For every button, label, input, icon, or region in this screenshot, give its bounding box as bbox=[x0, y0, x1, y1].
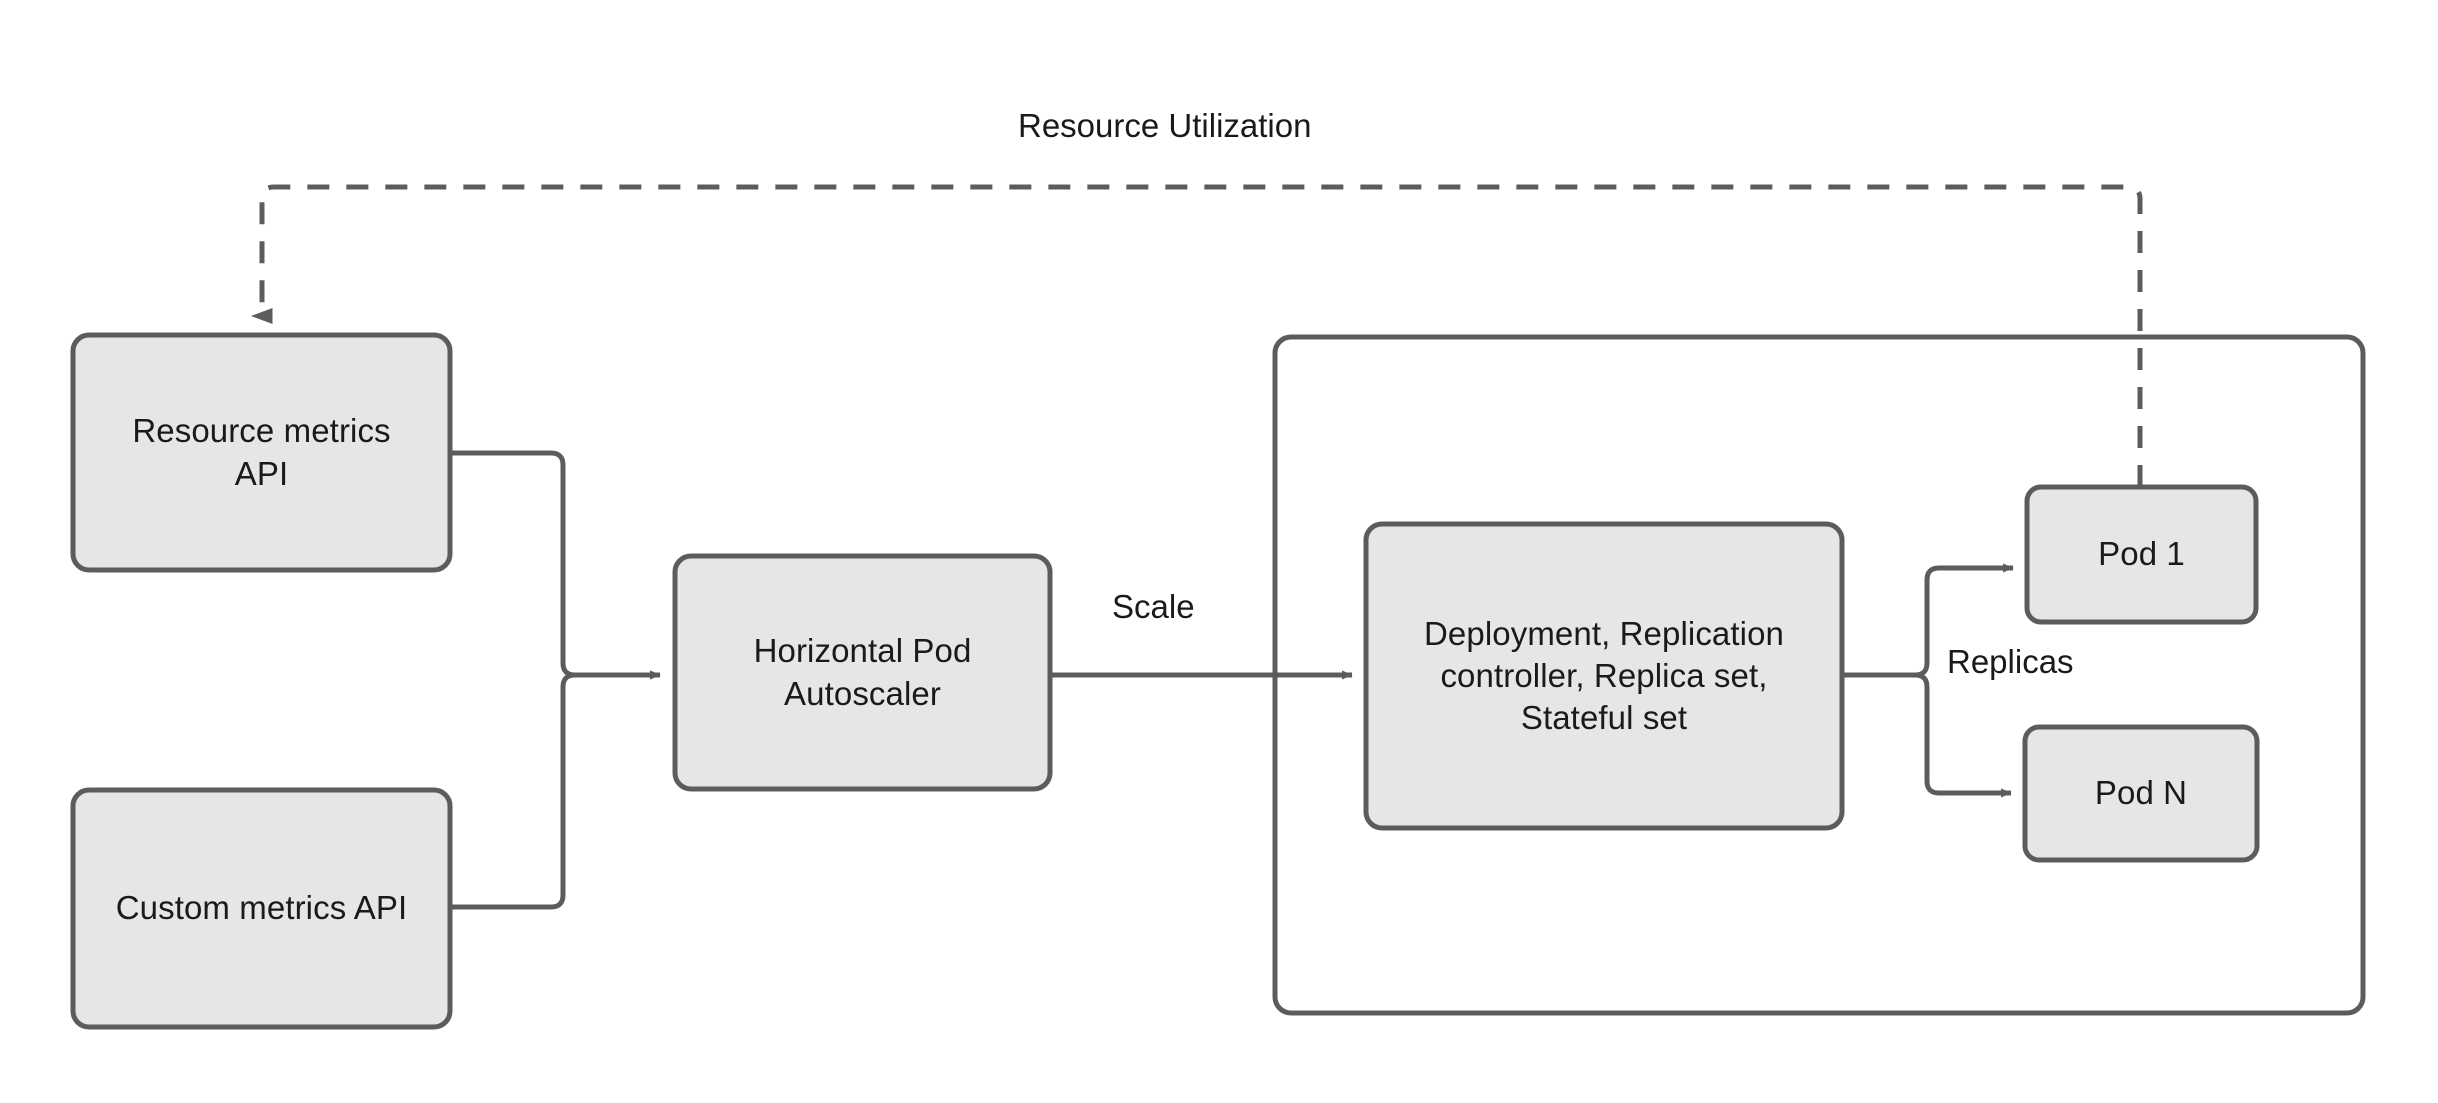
edge-pod-1-to-resource-metrics bbox=[251, 184, 2143, 487]
edge-custom-metrics-to-hpa bbox=[450, 670, 661, 910]
node-rect-workload-controllers[interactable] bbox=[1363, 521, 1845, 831]
node-rect-pod-n[interactable] bbox=[2022, 724, 2260, 863]
edge-label-resource-utilization: Resource Utilization bbox=[1018, 107, 1312, 144]
node-rect-custom-metrics-api[interactable] bbox=[70, 787, 453, 1030]
node-rect-pod-1[interactable] bbox=[2024, 484, 2259, 625]
edge-label-scale: Scale bbox=[1112, 588, 1195, 625]
edge-label-replicas: Replicas bbox=[1947, 643, 2074, 680]
edge-workload-to-pod-n bbox=[1842, 672, 2012, 798]
node-rect-horizontal-pod-autoscaler[interactable] bbox=[672, 553, 1053, 792]
edge-resource-metrics-to-hpa bbox=[450, 450, 661, 680]
node-rect-resource-metrics-api[interactable] bbox=[70, 332, 453, 573]
